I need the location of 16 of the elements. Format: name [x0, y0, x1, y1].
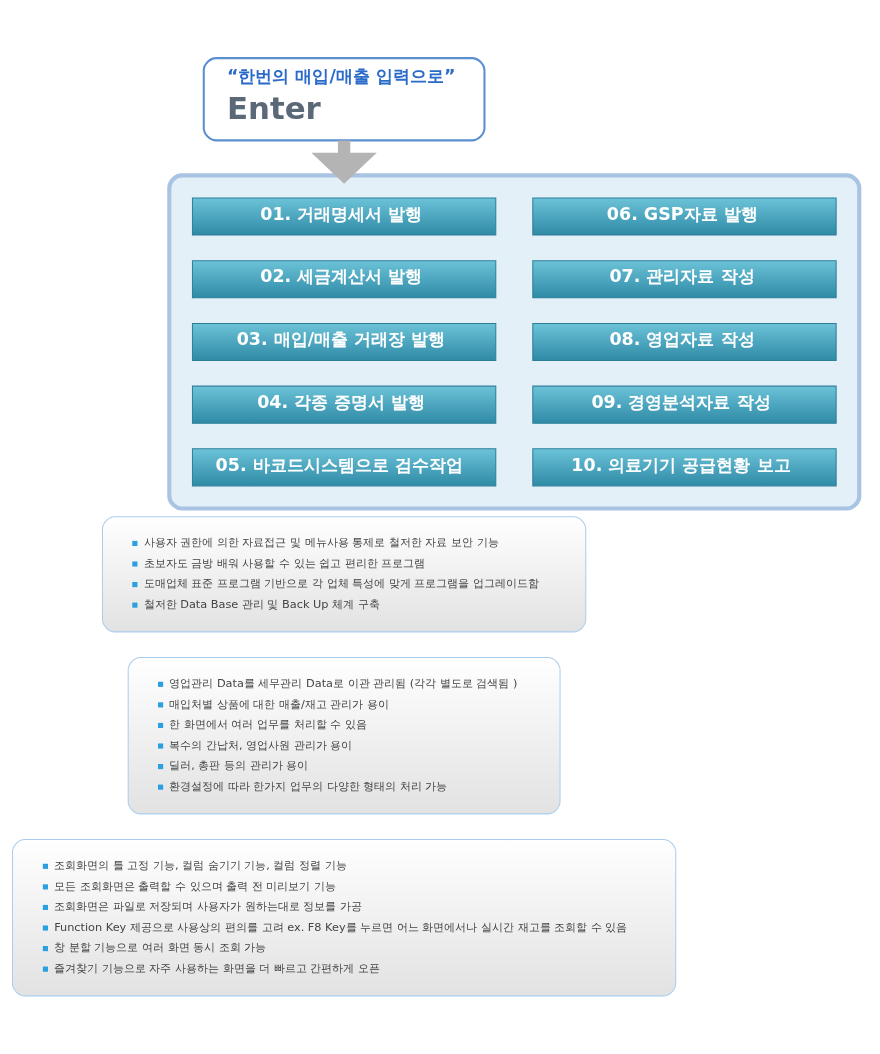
cluster: [167, 173, 862, 511]
node-box: 07. 관리자료 작성: [532, 260, 837, 299]
node-box: “한번의 매입/매출 입력으로” Enter: [202, 57, 486, 142]
node-box: 조회화면의 틀 고정 기능, 컬럼 숨기기 기능, 컬럼 정렬 기능 모든 조회화면은 출력할 수 있으며 출력 전 미리보기 기능 조회화면은 파일로 저장되며 사용자가 원하는대로 정보를 가공 Function Key 제공으로 사용상의 편의를 고려 ex. F8 Key를 누르면 어느 화면에서나 실시간 재고를 조회할 수 있음 창 분할 기능으로 여러 화면 동시 조회 가능 즐겨찾기 기능으로 자주 사용하는 화면을 더 빠르고 간편하게 오픈: [12, 839, 677, 997]
node-box: 02. 세금계산서 발행: [191, 260, 497, 299]
node-box: 10. 의료기기 공급현황 보고: [532, 448, 837, 487]
node-box: 01. 거래명세서 발행: [191, 197, 497, 236]
node-box: 03. 매입/매출 거래장 발행: [191, 322, 497, 361]
node-box: 06. GSP자료 발행: [532, 197, 837, 236]
node-box: 09. 경영분석자료 작성: [532, 385, 837, 424]
arrow: [311, 140, 377, 184]
node-box: 영업관리 Data를 세무관리 Data로 이관 관리됨 (각각 별도로 검색됨 ) 매입처별 상품에 대한 매출/재고 관리가 용이 한 화면에서 여러 업무를 처리할 수 있음 복수의 간납처, 영업사원 관리가 용이 딜러, 총판 등의 관리가 용이 환경설정에 따라 한가지 업무의 다양한 형태의 처리 가능: [127, 657, 561, 815]
node-box: 05. 바코드시스템으로 검수작업: [191, 448, 497, 487]
node-box: 08. 영업자료 작성: [532, 322, 837, 361]
node-box: 04. 각종 증명서 발행: [191, 385, 497, 424]
node-box: 사용자 권한에 의한 자료접근 및 메뉴사용 통제로 철저한 자료 보안 기능 초보자도 금방 배워 사용할 수 있는 쉽고 편리한 프로그램 도매업체 표준 프로그램 기반으로 각 업체 특성에 맞게 프로그램을 업그레이드함 철저한 Data Base 관리 및 Back Up 체계 구축: [101, 516, 587, 633]
